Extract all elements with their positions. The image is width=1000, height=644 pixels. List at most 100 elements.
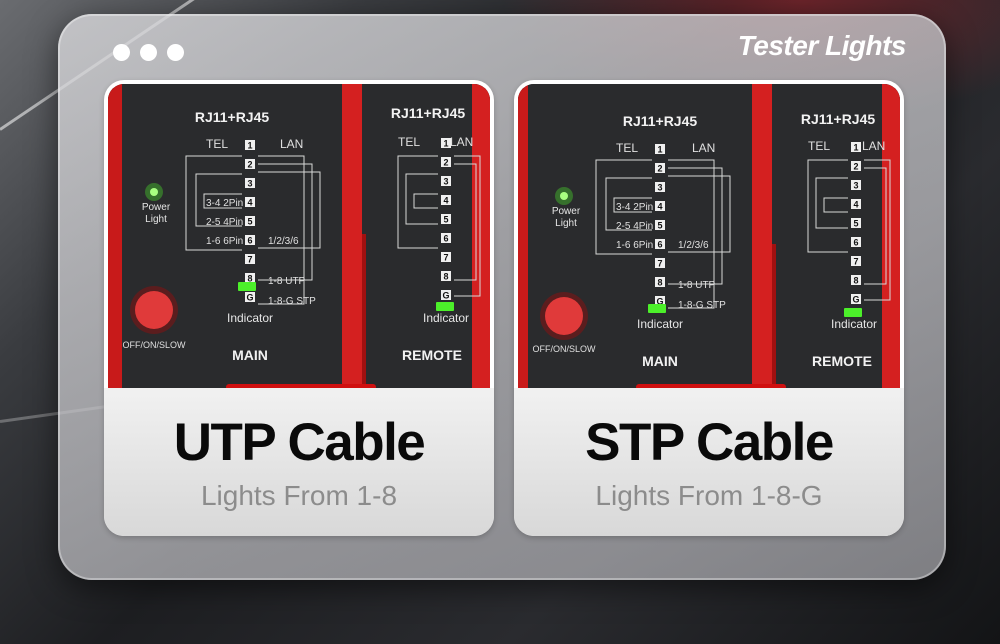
pin-note: 3-4 2Pin — [616, 202, 653, 213]
pin-box — [245, 273, 255, 283]
pin-box — [655, 277, 665, 287]
pin-box — [245, 292, 255, 302]
power-switch-button — [135, 291, 173, 329]
indicator-label: Indicator — [423, 311, 469, 325]
indicator-led-icon — [648, 304, 666, 313]
remote-label: REMOTE — [402, 347, 462, 363]
pin-note: 1-8 UTP — [678, 280, 716, 291]
pin-note: 2-5 4Pin — [206, 217, 243, 228]
pin-number: 2 — [657, 164, 662, 174]
pin-box — [655, 201, 665, 211]
pin-number: 2 — [443, 158, 448, 168]
card-title: UTP Cable — [173, 413, 426, 472]
pin-number: 1 — [443, 139, 448, 149]
pin-number: 6 — [443, 234, 448, 244]
pin-number: 7 — [657, 259, 662, 269]
pin-box — [851, 199, 861, 209]
pin-number: 1 — [853, 143, 858, 153]
remote-label: REMOTE — [812, 353, 872, 369]
pin-box — [245, 197, 255, 207]
power-led-icon — [150, 188, 158, 196]
pin-box — [441, 195, 451, 205]
pin-box — [851, 180, 861, 190]
pin-box — [655, 296, 665, 306]
pin-note: 1/2/3/6 — [678, 240, 709, 251]
pin-note: 1-8-G STP — [268, 296, 316, 307]
pin-number: 2 — [853, 162, 858, 172]
pin-note: 2-5 4Pin — [616, 221, 653, 232]
lan-label: LAN — [280, 137, 303, 151]
red-accent-bar — [636, 384, 786, 388]
power-light-label: Power — [552, 206, 581, 217]
power-led-icon — [560, 192, 568, 200]
pin-number: G — [246, 293, 253, 303]
red-divider — [752, 84, 772, 388]
lan-label: LAN — [862, 139, 885, 153]
card-subtitle: Lights From 1-8-G — [595, 480, 823, 511]
dot-icon — [113, 44, 130, 61]
pin-number: 7 — [247, 255, 252, 265]
pin-number: 2 — [247, 160, 252, 170]
card-subtitle: Lights From 1-8 — [200, 480, 398, 511]
pin-box — [245, 216, 255, 226]
pin-box — [441, 271, 451, 281]
pin-number: 3 — [443, 177, 448, 187]
tester-device-svg: RJ11+RJ45 TEL LAN 1 2 3 4 5 6 7 8G 3-4 2Pin 2-5… — [518, 84, 900, 388]
pin-number: 5 — [853, 219, 858, 229]
main-connector-label: RJ11+RJ45 — [195, 109, 270, 125]
pin-box — [441, 157, 451, 167]
pin-number: 3 — [853, 181, 858, 191]
pin-box — [655, 182, 665, 192]
switch-label: OFF/ON/SLOW — [123, 340, 187, 350]
red-edge — [108, 84, 122, 388]
pin-box — [655, 220, 665, 230]
power-light-label: Light — [145, 214, 167, 225]
dot-icon — [140, 44, 157, 61]
pin-box — [851, 275, 861, 285]
pin-number: 5 — [247, 217, 252, 227]
pin-box — [851, 237, 861, 247]
pin-number: G — [442, 291, 449, 301]
red-edge — [518, 84, 528, 388]
pin-note: 1-8-G STP — [678, 300, 726, 311]
lan-label: LAN — [450, 135, 473, 149]
pin-box — [245, 178, 255, 188]
indicator-led-icon — [238, 282, 256, 291]
pin-number: 3 — [247, 179, 252, 189]
pin-number: 8 — [247, 274, 252, 284]
power-light-label: Power — [142, 202, 171, 213]
pin-box — [441, 233, 451, 243]
pin-number: 8 — [443, 272, 448, 282]
pin-number: 1 — [247, 141, 252, 151]
tel-label: TEL — [808, 139, 830, 153]
pin-number: 6 — [247, 236, 252, 246]
pin-note: 1-6 6Pin — [206, 236, 243, 247]
dot-icon — [167, 44, 184, 61]
main-label: MAIN — [232, 347, 268, 363]
pin-box — [655, 258, 665, 268]
pin-box — [655, 144, 665, 154]
tel-label: TEL — [206, 137, 228, 151]
pin-number: 8 — [853, 276, 858, 286]
pin-number: 7 — [853, 257, 858, 267]
pin-box — [245, 140, 255, 150]
pin-number: 7 — [443, 253, 448, 263]
indicator-label: Indicator — [227, 311, 273, 325]
pin-number: 5 — [443, 215, 448, 225]
switch-label: OFF/ON/SLOW — [533, 344, 597, 354]
pin-note: 1-8 UTP — [268, 276, 306, 287]
power-light-label: Light — [555, 218, 577, 229]
tel-label: TEL — [616, 141, 638, 155]
window-dots — [113, 44, 184, 61]
main-connector-label: RJ11+RJ45 — [623, 113, 698, 129]
indicator-label: Indicator — [831, 317, 877, 331]
pin-number: 1 — [657, 145, 662, 155]
pin-note: 1-6 6Pin — [616, 240, 653, 251]
pin-number: 4 — [853, 200, 858, 210]
pin-number: 6 — [657, 240, 662, 250]
pin-number: G — [852, 295, 859, 305]
